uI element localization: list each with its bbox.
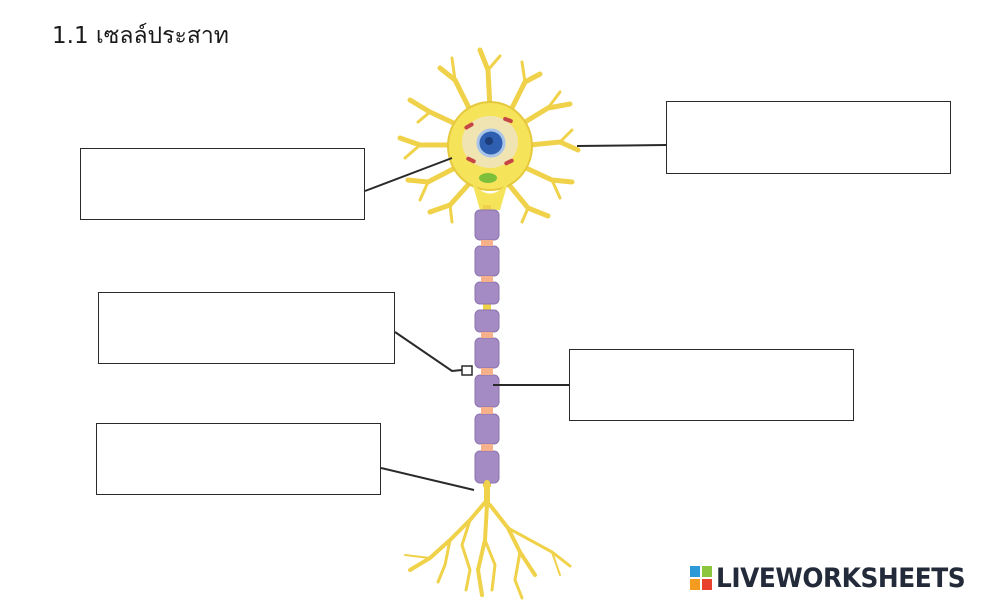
nucleolus <box>485 137 493 145</box>
answer-box-top-right[interactable] <box>666 101 951 174</box>
answer-box-middle-right[interactable] <box>569 349 854 421</box>
answer-box-middle-left[interactable] <box>98 292 395 364</box>
liveworksheets-logo-icon <box>690 566 712 590</box>
answer-box-upper-left[interactable] <box>80 148 365 220</box>
axon-terminals <box>405 483 570 598</box>
leader-lines <box>365 145 666 490</box>
liveworksheets-watermark: LIVEWORKSHEETS <box>690 562 987 594</box>
answer-box-lower-left[interactable] <box>96 423 381 495</box>
myelin-sheath <box>475 210 499 483</box>
liveworksheets-wordmark: LIVEWORKSHEETS <box>716 563 965 594</box>
